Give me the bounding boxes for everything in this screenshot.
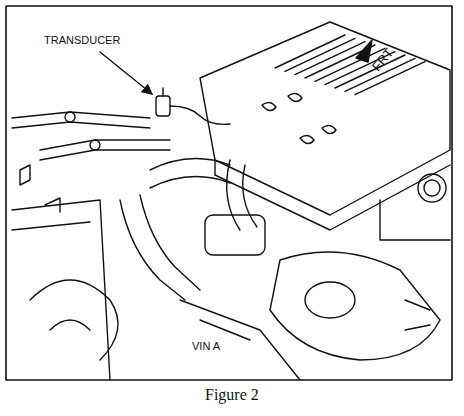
pipe bbox=[40, 140, 170, 160]
thermostat-housing bbox=[205, 215, 265, 255]
transducer-wire bbox=[163, 88, 230, 124]
part-label: TRANSDUCER bbox=[44, 34, 120, 46]
pipe bbox=[12, 112, 150, 128]
reservoir-cap bbox=[424, 180, 440, 196]
hose bbox=[120, 195, 200, 300]
transducer bbox=[156, 96, 170, 116]
front-arrow bbox=[356, 40, 372, 62]
rib bbox=[295, 42, 365, 75]
rib bbox=[285, 38, 355, 71]
hose bbox=[227, 160, 257, 230]
rib bbox=[275, 35, 345, 68]
pipe-fitting bbox=[90, 140, 100, 150]
frame bbox=[6, 6, 452, 380]
valve-cover-rim bbox=[215, 160, 450, 230]
leader-line bbox=[100, 52, 152, 94]
fan-shroud bbox=[30, 280, 118, 360]
air-intake bbox=[270, 252, 440, 360]
clamp bbox=[405, 300, 430, 330]
engine-lower bbox=[180, 300, 300, 380]
reservoir-cap bbox=[418, 174, 446, 202]
pipe bbox=[380, 200, 450, 240]
air-intake-duct bbox=[305, 282, 355, 318]
engine-code: VIN A bbox=[192, 340, 220, 352]
pipe-fitting bbox=[65, 112, 75, 122]
rib bbox=[355, 62, 425, 95]
hose bbox=[150, 159, 230, 188]
figure-caption: Figure 2 bbox=[205, 386, 259, 404]
radiator bbox=[12, 200, 110, 380]
cover-marks bbox=[262, 93, 336, 143]
cover-ribs bbox=[275, 35, 425, 95]
rib bbox=[335, 55, 405, 88]
